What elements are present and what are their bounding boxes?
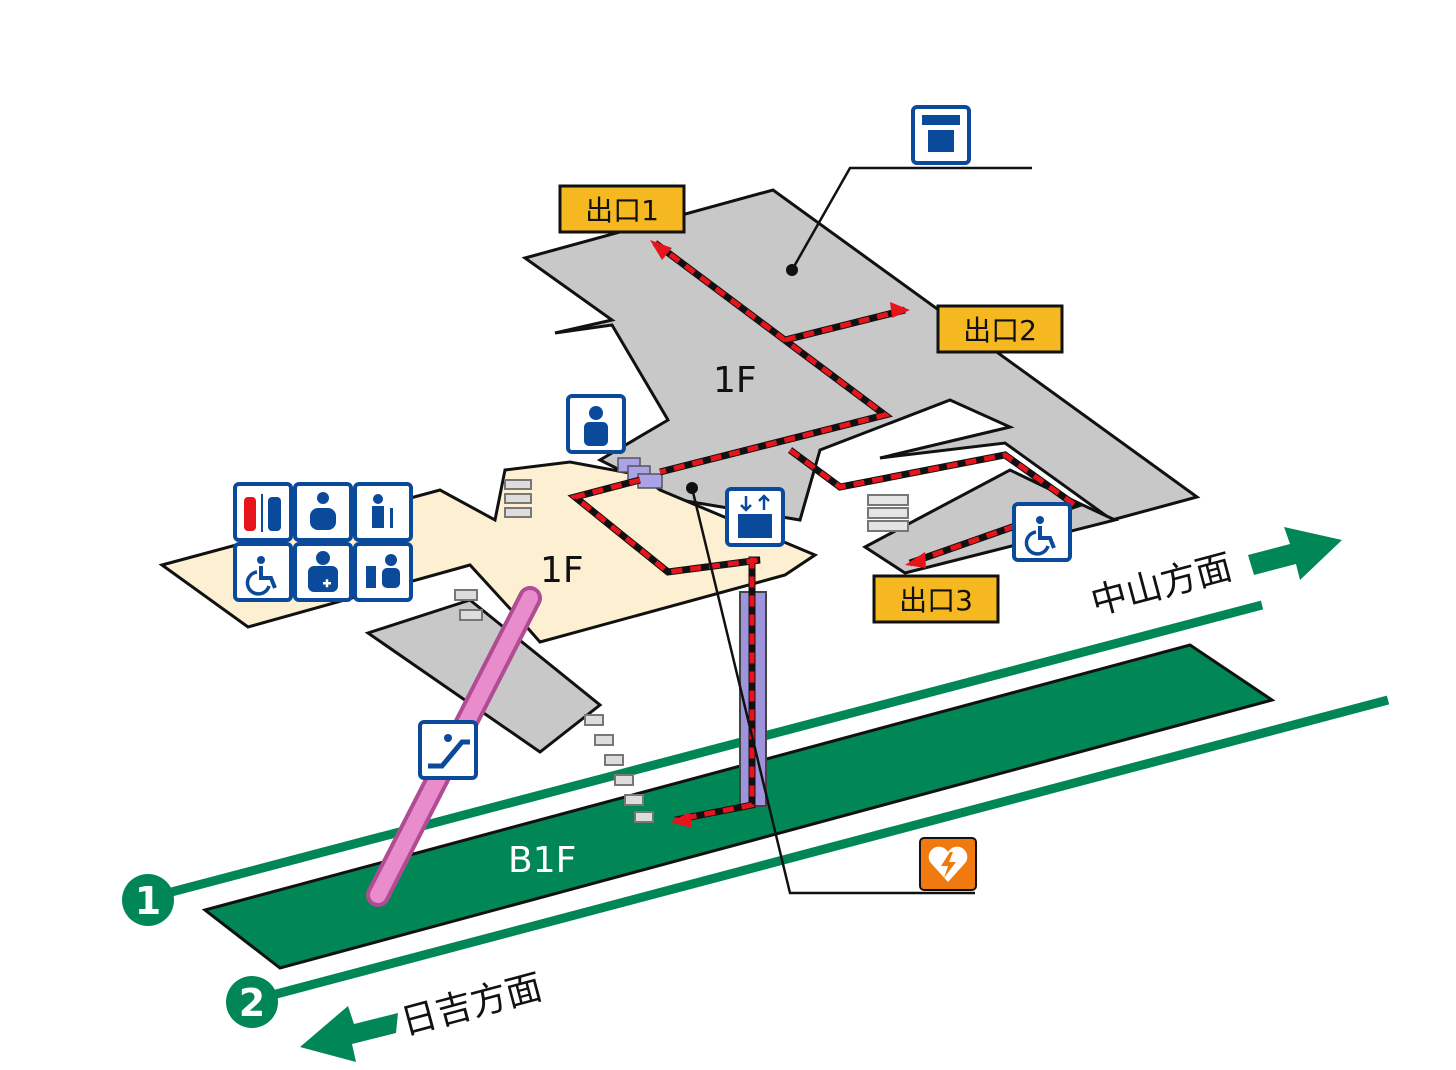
track-2-label: 2	[239, 981, 265, 1025]
escalator-icon	[418, 720, 478, 780]
arrow-exit2-icon	[890, 302, 910, 318]
exit-2-label: 出口2	[936, 304, 1064, 354]
stairs-to-platform	[454, 589, 654, 823]
coin-locker-icon	[911, 105, 971, 165]
aed-callout-line	[690, 487, 975, 895]
arrow-exit1-icon	[650, 240, 672, 260]
upper-floor-label: 1F	[713, 360, 757, 401]
arrow-left-icon	[300, 1006, 398, 1062]
direction-nakayama-label: 中山方面	[1087, 547, 1237, 624]
arrow-platform-icon	[670, 812, 692, 828]
stairs-west	[504, 479, 532, 518]
svg-text:出口3: 出口3	[899, 584, 973, 617]
track-2: 2	[226, 695, 1390, 1028]
exit-3-label: 出口3	[872, 574, 1000, 624]
exit3-ramp	[862, 468, 1120, 575]
exit-1-label: 出口1	[558, 184, 686, 234]
track-1: 1	[122, 600, 1264, 926]
locker-callout-line	[790, 166, 1032, 271]
direction-hiyoshi-label: 日吉方面	[397, 967, 547, 1044]
station-staff-icon	[566, 394, 626, 454]
wheelchair-ramp-icon	[1012, 502, 1072, 562]
elevator-icon	[725, 487, 785, 547]
arrow-right-icon	[1248, 527, 1342, 580]
direction-nakayama: 中山方面	[1087, 527, 1342, 624]
svg-text:出口2: 出口2	[963, 314, 1037, 347]
ostomate-icon	[353, 542, 413, 602]
lower-floor-label: 1F	[540, 550, 584, 591]
restroom-icon	[233, 482, 293, 542]
track-1-label: 1	[135, 879, 161, 923]
baby-changing-icon	[293, 482, 353, 542]
aed-icon	[919, 837, 977, 891]
platform-floor-label: B1F	[508, 840, 576, 881]
ticket-gates	[617, 457, 663, 489]
wheelchair-icon	[233, 542, 293, 602]
svg-text:出口1: 出口1	[585, 194, 659, 227]
child-toilet-icon	[353, 482, 413, 542]
stairs-exit3	[867, 494, 909, 532]
arrow-exit3-icon	[905, 552, 926, 568]
first-aid-icon	[293, 542, 353, 602]
